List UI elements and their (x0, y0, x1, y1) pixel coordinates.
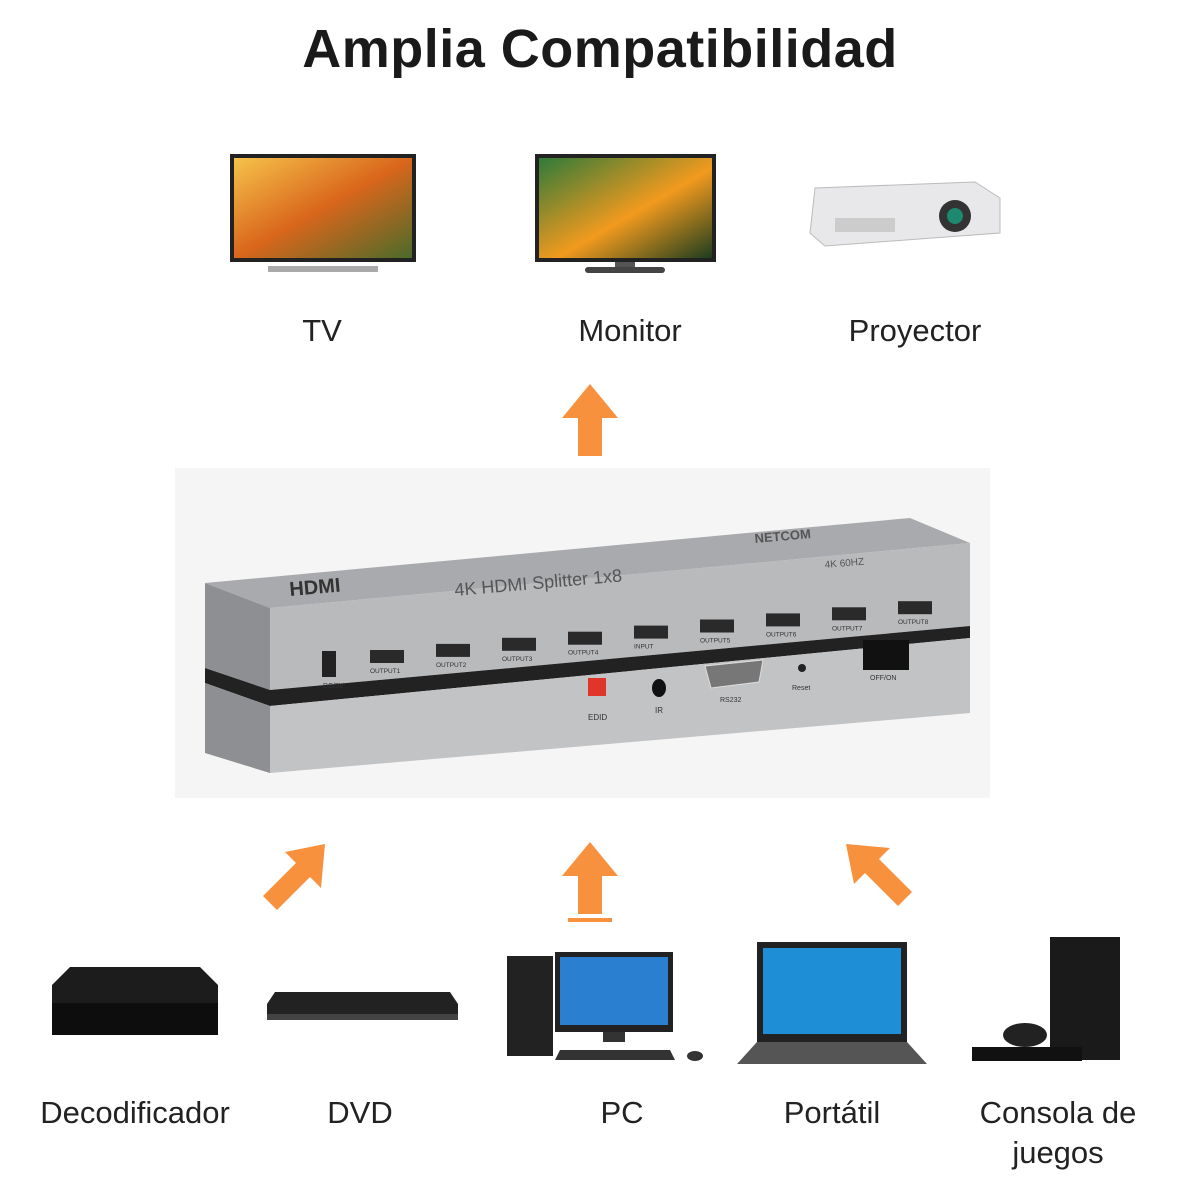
reset-label: Reset (792, 685, 810, 692)
arrow-diagonal-up-left-icon (846, 844, 912, 906)
hdmi-port (700, 619, 734, 633)
edid-label: EDID (588, 713, 607, 722)
page-title: Amplia Compatibilidad (302, 19, 898, 79)
game-console-icon (972, 937, 1120, 1061)
hdmi-port-label: OUTPUT6 (766, 631, 797, 638)
tv-icon (230, 154, 416, 272)
hdmi-port (436, 643, 470, 657)
rs232-label: RS232 (720, 697, 742, 704)
brand-logo: NETCOM (754, 526, 811, 546)
arrow-up-icon (562, 384, 618, 456)
hdmi-port-label: OUTPUT4 (568, 650, 599, 657)
arrow-up-icon (562, 842, 618, 922)
ir-label: IR (655, 706, 663, 715)
desktop-pc-icon (507, 952, 703, 1061)
input-label-console-line2: juegos (1012, 1135, 1104, 1170)
output-label-tv: TV (302, 313, 342, 348)
power-switch (863, 640, 909, 670)
hdmi-port-label: OUTPUT1 (370, 668, 401, 675)
rs232-port (704, 659, 764, 689)
hdmi-port (898, 601, 932, 615)
hdmi-port-label: OUTPUT3 (502, 656, 533, 663)
reset-button (798, 664, 806, 672)
monitor-icon (535, 154, 716, 273)
input-label-decoder: Decodificador (40, 1095, 230, 1130)
hdmi-port (370, 650, 404, 663)
arrow-diagonal-up-right-icon (263, 844, 325, 910)
input-label-pc: PC (600, 1095, 644, 1130)
set-top-box-icon (52, 967, 218, 1035)
input-label-laptop: Portátil (783, 1095, 881, 1130)
hdmi-port-label: OUTPUT8 (898, 619, 929, 626)
output-label-monitor: Monitor (578, 313, 682, 348)
input-label-console-line1: Consola de (979, 1095, 1137, 1130)
output-label-projector: Proyector (848, 313, 982, 348)
hdmi-port (766, 613, 800, 627)
laptop-icon (737, 942, 927, 1064)
hdmi-port (634, 625, 668, 639)
input-label-dvd: DVD (327, 1095, 393, 1130)
hdmi-port-label: OUTPUT5 (700, 638, 731, 645)
hdmi-port-label: OUTPUT7 (832, 625, 863, 632)
dvd-player-icon (267, 992, 458, 1020)
power-jack (322, 651, 336, 677)
power-switch-label: OFF/ON (870, 675, 896, 682)
hdmi-port (832, 607, 866, 621)
ir-jack (652, 679, 666, 697)
edid-dip-switch (588, 678, 606, 696)
projector-icon (809, 181, 1001, 247)
hdmi-logo: HDMI (289, 575, 342, 601)
hdmi-splitter-device: HDMI 4K HDMI Splitter 1x8 NETCOM 4K 60HZ… (205, 518, 970, 773)
hdmi-port (568, 631, 602, 645)
hdmi-port (502, 637, 536, 651)
hdmi-port-label: INPUT (634, 644, 654, 651)
power-label: DC/5V (323, 683, 344, 690)
spec-label: 4K 60HZ (824, 557, 864, 571)
hdmi-port-label: OUTPUT2 (436, 662, 467, 669)
